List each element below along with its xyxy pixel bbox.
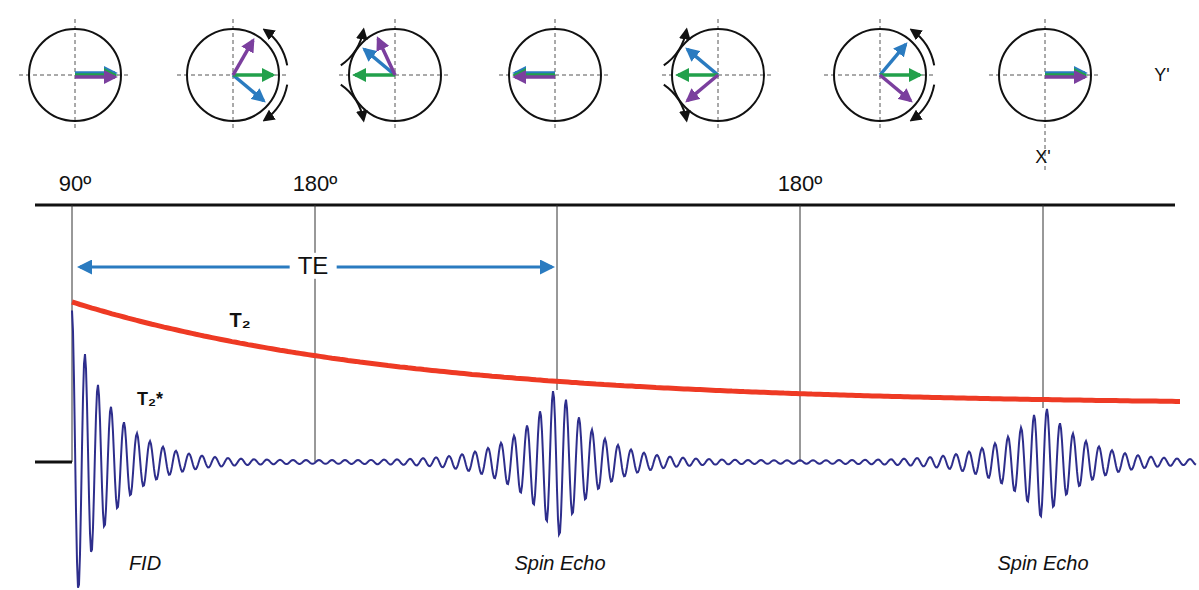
- signal-label: FID: [129, 552, 161, 574]
- t2-star-label: T₂*: [137, 390, 163, 410]
- rotating-frame-circle: [177, 19, 289, 131]
- pulse-angle: 180º: [293, 172, 338, 196]
- echo-time-label: TE: [290, 253, 337, 279]
- rotating-frame-circle: [989, 19, 1100, 171]
- rotating-frame-circle: [339, 19, 451, 131]
- signal-label: Spin Echo: [514, 552, 605, 574]
- t2-label: T₂: [229, 309, 250, 331]
- rotating-frame-circle: [19, 19, 131, 131]
- pulse-angle: 180º: [778, 172, 823, 196]
- signal-label: Spin Echo: [997, 552, 1088, 574]
- axis-label: Y': [1154, 66, 1169, 86]
- t2-decay-curve: [72, 302, 1180, 401]
- rotating-frame-circle: [499, 19, 611, 131]
- rotating-frame-circle: [662, 19, 774, 131]
- pulse-angle: 90º: [59, 172, 92, 196]
- axis-label: X': [1035, 148, 1050, 168]
- nmr-signal: [72, 311, 1196, 588]
- rotating-frame-circle: [824, 19, 936, 131]
